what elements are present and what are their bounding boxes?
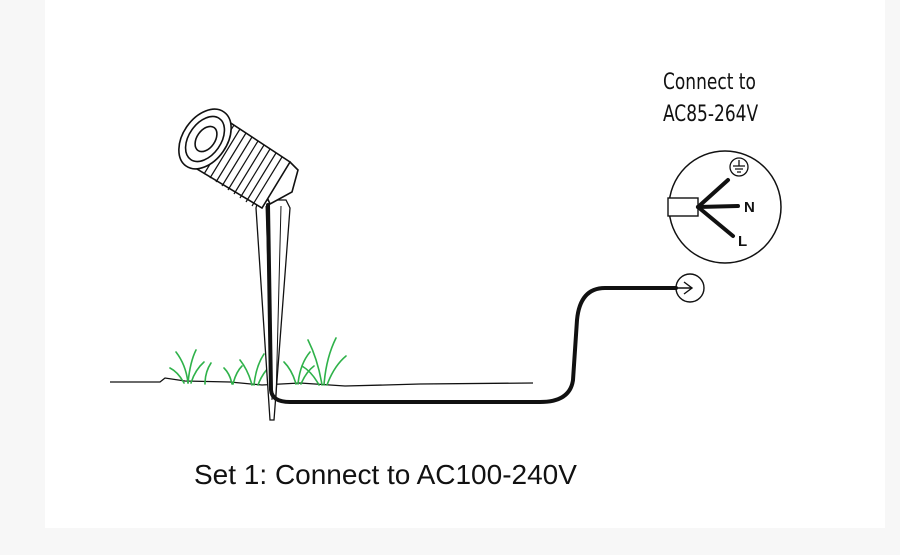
cable-end-detail-marker bbox=[675, 273, 705, 303]
terminal-detail: N L bbox=[667, 150, 782, 264]
ground-stake bbox=[255, 199, 291, 421]
connection-label-line1: Connect to bbox=[663, 70, 756, 95]
connection-label-line2: AC85-264V bbox=[663, 102, 759, 127]
terminal-neutral-label: N bbox=[744, 199, 755, 216]
grass bbox=[169, 337, 347, 386]
spotlight bbox=[178, 108, 299, 210]
earth-ground-icon bbox=[729, 157, 749, 177]
power-cable bbox=[266, 203, 678, 404]
terminal-live-label: L bbox=[738, 233, 747, 250]
diagram-panel bbox=[45, 0, 885, 528]
ground-line bbox=[110, 377, 534, 387]
diagram-caption: Set 1: Connect to AC100-240V bbox=[194, 459, 577, 490]
